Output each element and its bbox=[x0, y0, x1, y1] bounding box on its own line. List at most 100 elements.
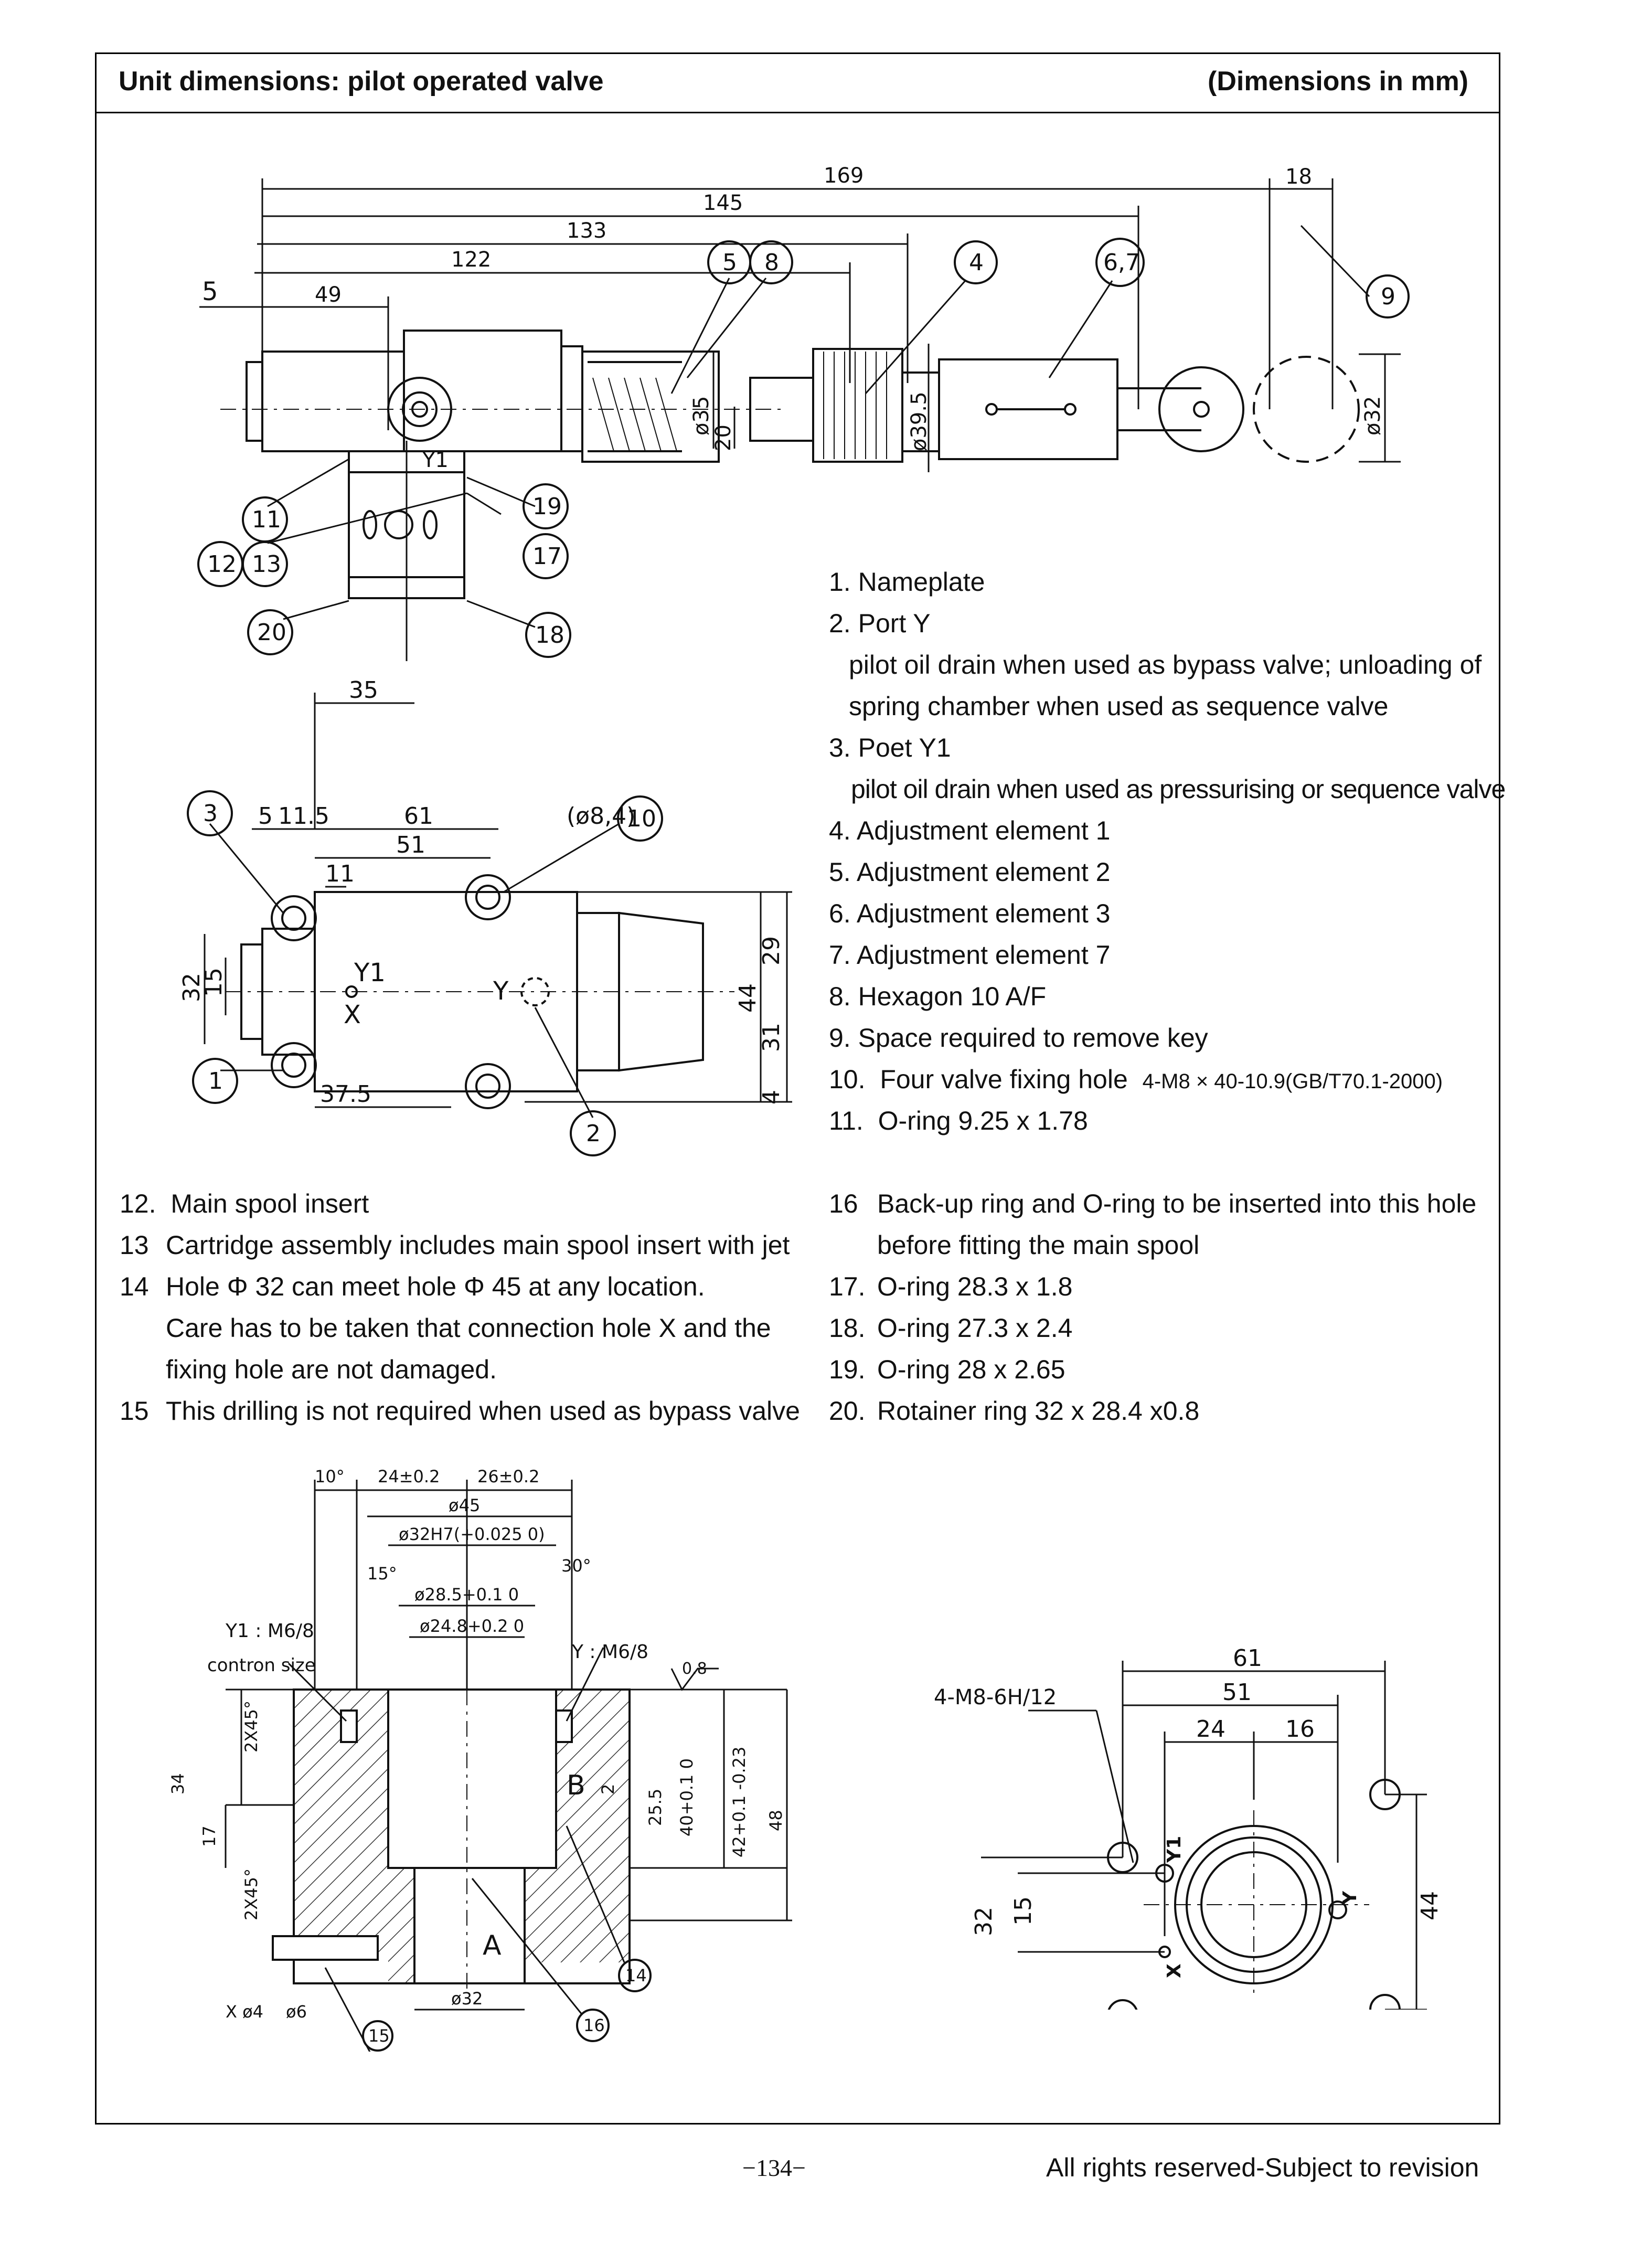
cavity-dimension-texts: 10° 24±0.2 26±0.2 ø45 ø32H7(+0.025 0) 15… bbox=[168, 1467, 786, 2022]
callout-2: 2 bbox=[570, 1110, 616, 1156]
svg-text:10: 10 bbox=[627, 805, 656, 832]
mount-hole-bl bbox=[1107, 1999, 1138, 2010]
dim-5-mid: 5 bbox=[258, 803, 273, 830]
mount-hole-tr bbox=[1369, 1779, 1401, 1810]
legend-item-detail: fixing hole are not damaged. bbox=[166, 1355, 497, 1384]
port-y-hole-b bbox=[1328, 1900, 1347, 1919]
cavity-callouts: 14 16 15 bbox=[362, 1959, 652, 2052]
dim-dia39-5: ø39.5 bbox=[907, 391, 931, 451]
legend-item: 9. Space required to remove key bbox=[829, 1023, 1208, 1053]
legend-item-detail: Care has to be taken that connection hol… bbox=[166, 1313, 771, 1343]
svg-text:20: 20 bbox=[257, 619, 286, 646]
label-y-m6: Y : M6/8 bbox=[571, 1641, 648, 1663]
svg-text:4: 4 bbox=[969, 249, 984, 276]
label-control-size: contron size bbox=[207, 1655, 316, 1676]
dim-16-b: 16 bbox=[1285, 1716, 1315, 1743]
legend-item: 3. Poet Y1 bbox=[829, 733, 951, 762]
svg-text:5: 5 bbox=[722, 249, 737, 276]
callout-6-7: 6,7 bbox=[1095, 238, 1145, 287]
dim-20: 20 bbox=[711, 424, 736, 451]
callout-5: 5 bbox=[707, 240, 751, 284]
dimension-texts: 169 145 133 122 5 49 18 ø35 20 ø39.5 ø32 bbox=[202, 164, 1385, 451]
legend-item-detail: spring chamber when used as sequence val… bbox=[849, 692, 1389, 721]
page-frame: Unit dimensions: pilot operated valve (D… bbox=[95, 52, 1500, 2125]
callouts: 5 8 4 6,7 9 11 12 13 19 17 20 18 bbox=[197, 238, 1410, 658]
callout-19: 19 bbox=[523, 483, 569, 529]
mounting-port-labels: Y1 Y X bbox=[1164, 1836, 1361, 1978]
port-x-label: X bbox=[344, 1000, 361, 1029]
dim-30deg: 30° bbox=[561, 1556, 591, 1576]
legend-item: 6. Adjustment element 3 bbox=[829, 899, 1111, 928]
dim-dia28-5: ø28.5+0.1 0 bbox=[414, 1585, 519, 1605]
legend-item: 19.O-ring 28 x 2.65 bbox=[829, 1355, 1065, 1384]
dim-61: 61 bbox=[404, 803, 433, 830]
callout-8: 8 bbox=[749, 240, 793, 284]
callout-1: 1 bbox=[192, 1058, 238, 1104]
dim-145: 145 bbox=[703, 191, 743, 215]
legend-item: 4. Adjustment element 1 bbox=[829, 816, 1111, 845]
mounting-holes bbox=[1107, 1779, 1401, 2010]
label-x-b: X bbox=[1164, 1963, 1185, 1978]
dim-2x45-bot: 2X45° bbox=[241, 1868, 261, 1920]
callout-9: 9 bbox=[1366, 274, 1410, 318]
mid-port-labels: Y1 X Y bbox=[344, 958, 509, 1029]
label-y-b: Y bbox=[1339, 1890, 1361, 1905]
svg-text:18: 18 bbox=[535, 622, 564, 649]
dim-133: 133 bbox=[567, 219, 606, 243]
port-y1-hole-b bbox=[1155, 1864, 1174, 1883]
hatched-body bbox=[272, 1658, 631, 1989]
svg-text:16: 16 bbox=[583, 2015, 605, 2035]
mounting-dimension-lines bbox=[981, 1661, 1427, 2010]
svg-text:14: 14 bbox=[625, 1966, 647, 1985]
callout-4: 4 bbox=[954, 240, 998, 284]
dim-24-b: 24 bbox=[1196, 1716, 1225, 1743]
dim-10deg: 10° bbox=[315, 1467, 345, 1486]
legend-item: 7. Adjustment element 7 bbox=[829, 940, 1111, 970]
legend-item-detail: pilot oil drain when used as bypass valv… bbox=[849, 650, 1482, 679]
dim-169: 169 bbox=[824, 164, 864, 188]
dim-dia45: ø45 bbox=[449, 1495, 480, 1515]
dim-61-b: 61 bbox=[1233, 1645, 1262, 1672]
callout-20: 20 bbox=[247, 609, 293, 655]
page-number: −134− bbox=[742, 2154, 806, 2181]
svg-text:1: 1 bbox=[208, 1068, 223, 1095]
leader-lines bbox=[267, 225, 1370, 628]
svg-text:6,7: 6,7 bbox=[1103, 249, 1140, 276]
svg-text:8: 8 bbox=[764, 249, 779, 276]
dim-31: 31 bbox=[758, 1023, 785, 1052]
pilot-adjustment bbox=[749, 348, 1360, 463]
svg-text:9: 9 bbox=[1381, 283, 1395, 310]
dim-34: 34 bbox=[168, 1773, 188, 1794]
svg-text:13: 13 bbox=[252, 551, 281, 578]
callout-13: 13 bbox=[242, 541, 288, 587]
label-y1-m6: Y1 : M6/8 bbox=[225, 1620, 314, 1642]
dim-48: 48 bbox=[766, 1810, 786, 1831]
dim-dia32h7: ø32H7(+0.025 0) bbox=[399, 1524, 545, 1544]
port-x-hole-b bbox=[1158, 1946, 1171, 1958]
dim-15-b: 15 bbox=[1010, 1896, 1037, 1926]
dim-dia32-bottom: ø32 bbox=[451, 1989, 483, 2009]
callout-17: 17 bbox=[523, 533, 569, 579]
label-port-b: B bbox=[567, 1770, 585, 1801]
port-y1-label: Y1 bbox=[354, 958, 386, 987]
svg-text:12: 12 bbox=[207, 551, 237, 578]
mount-hole-br bbox=[1369, 1994, 1401, 2010]
dim-32-b: 32 bbox=[971, 1907, 997, 1936]
page-title: Unit dimensions: pilot operated valve bbox=[119, 66, 604, 97]
dim-24: 24±0.2 bbox=[378, 1467, 440, 1486]
legend-item: 18.O-ring 27.3 x 2.4 bbox=[829, 1313, 1073, 1343]
cavity-section-drawing: 10° 24±0.2 26±0.2 ø45 ø32H7(+0.025 0) 15… bbox=[168, 1467, 792, 2052]
legend-item: 20.Rotainer ring 32 x 28.4 x0.8 bbox=[829, 1396, 1200, 1426]
label-y1-b: Y1 bbox=[1164, 1836, 1185, 1863]
mid-top-view-drawing: 35 5 11.5 61 51 11 32 15 29 44 31 37.5 4… bbox=[178, 677, 792, 1156]
cavity-dimension-lines bbox=[225, 1480, 792, 2011]
legend-item: 12. Main spool insert bbox=[120, 1189, 369, 1218]
fixing-hole-tr bbox=[465, 874, 511, 920]
mid-callouts: 3 10 1 2 bbox=[187, 790, 663, 1156]
dim-42: 42+0.1 -0.23 bbox=[729, 1747, 749, 1857]
dim-26: 26±0.2 bbox=[477, 1467, 539, 1486]
dim-122: 122 bbox=[451, 248, 491, 272]
